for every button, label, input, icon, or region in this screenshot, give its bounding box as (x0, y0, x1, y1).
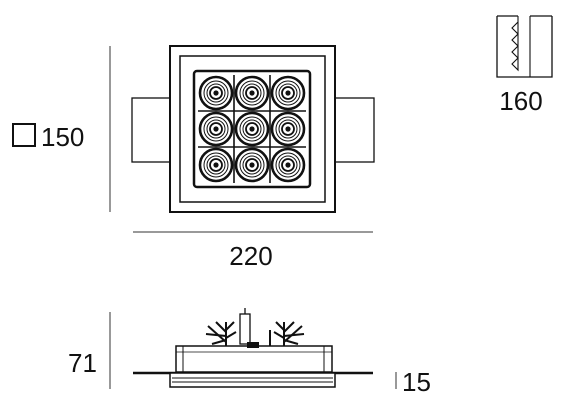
saw-blade-icon (511, 16, 531, 77)
led-lens-icon (234, 75, 270, 111)
led-lens-icon (270, 75, 306, 111)
led-lens-icon (234, 147, 270, 183)
front-view: 150 220 (12, 45, 375, 271)
lens-grid (198, 75, 306, 183)
left-mounting-tab (131, 97, 173, 163)
cutout-size-label: 160 (499, 86, 542, 116)
center-stem (239, 308, 259, 348)
led-lens-icon (198, 75, 234, 111)
width-label: 220 (229, 241, 272, 271)
right-mounting-tab (333, 97, 375, 163)
led-lens-icon (198, 111, 234, 147)
cutout-icon: 160 (496, 15, 553, 116)
led-lens-icon (270, 147, 306, 183)
side-height-label: 71 (68, 348, 97, 378)
square-symbol-icon (12, 123, 36, 147)
square-size-label: 150 (41, 122, 84, 152)
heatsink-left (205, 321, 237, 346)
led-lens-icon (198, 147, 234, 183)
led-lens-icon (234, 111, 270, 147)
housing-body (175, 345, 333, 373)
heatsink-right (269, 321, 305, 346)
trim-ring (169, 372, 336, 388)
ceiling-cutout-icon (496, 16, 553, 78)
flange-label: 15 (402, 367, 431, 397)
led-lens-icon (270, 111, 306, 147)
side-view: 71 (68, 308, 431, 397)
